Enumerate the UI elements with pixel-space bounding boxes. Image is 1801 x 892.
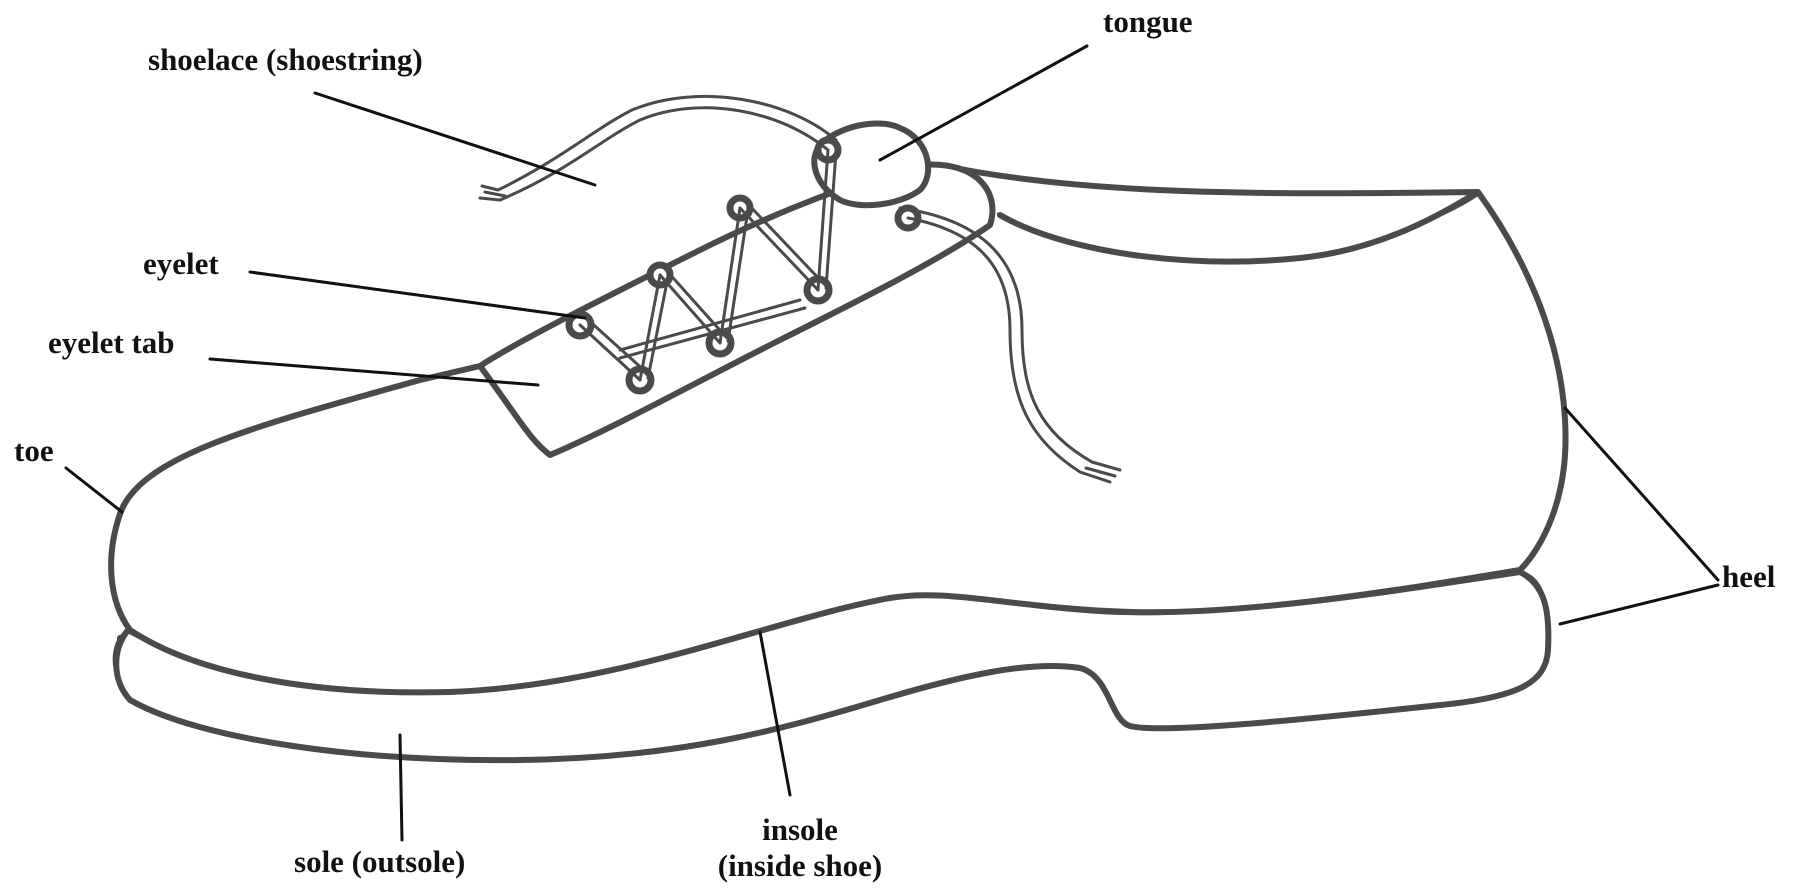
label-eyelet-tab: eyelet tab [48,325,175,361]
label-toe: toe [14,433,54,469]
label-insole-line2: (inside shoe) [695,848,905,884]
label-insole-line1: insole [695,812,905,848]
leader-toe [66,468,122,512]
leader-heel-lower [1560,585,1718,624]
label-tongue: tongue [1103,4,1193,40]
label-shoelace: shoelace (shoestring) [148,42,423,78]
leader-tongue [880,46,1087,160]
leader-eyelet [250,272,585,318]
leader-heel-upper [1565,408,1718,580]
label-sole: sole (outsole) [294,844,465,880]
leader-sole [400,735,402,840]
leader-shoelace [315,93,595,185]
label-eyelet: eyelet [143,246,219,282]
label-insole: insole (inside shoe) [695,812,905,884]
label-heel: heel [1722,559,1775,595]
lace-end-top [500,108,828,200]
